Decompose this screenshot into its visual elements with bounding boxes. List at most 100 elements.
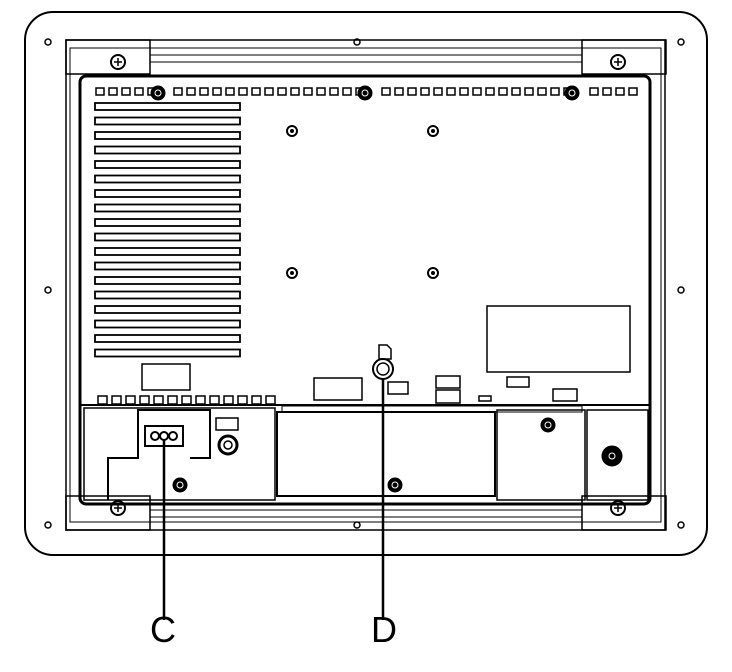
side-vent-slot	[94, 218, 241, 227]
bottom-vent-slot	[153, 395, 164, 405]
top-vent-slot	[537, 87, 547, 96]
outer-frame	[24, 11, 708, 556]
bottom-vent-slot	[265, 395, 276, 405]
side-vent-slot	[94, 131, 241, 140]
vesa-mount-hole-center	[290, 271, 294, 275]
top-vent-slot	[173, 87, 183, 96]
top-vent-slot	[472, 87, 482, 96]
bottom-vent-slot	[251, 395, 262, 405]
bottom-vent-slot	[97, 395, 108, 405]
side-vent-slot	[94, 116, 241, 126]
bottom-vent-slot	[111, 395, 122, 405]
led	[478, 395, 492, 402]
top-vent-slot	[225, 87, 235, 96]
top-vent-slot	[238, 87, 248, 96]
mounting-bracket	[65, 39, 151, 75]
screw	[387, 477, 403, 493]
mounting-hole	[44, 286, 52, 294]
mounting-hole	[677, 521, 685, 529]
mounting-hole	[44, 38, 52, 46]
bottom-vent-slot	[139, 395, 150, 405]
vesa-mount-hole	[427, 267, 439, 279]
top-vent-slot	[589, 87, 599, 96]
vesa-mount-hole	[286, 125, 298, 137]
screw	[564, 85, 580, 101]
bottom-vent-slot	[167, 395, 178, 405]
bracket-screw	[610, 54, 626, 70]
rear-housing	[78, 74, 652, 506]
side-vent-slot	[94, 102, 241, 111]
bottom-vent-slot	[195, 395, 206, 405]
bottom-vent-slot	[181, 395, 192, 405]
side-vent-slot	[94, 348, 241, 358]
port	[506, 376, 530, 388]
side-vent-slot	[94, 189, 241, 198]
bracket-screw	[110, 500, 126, 516]
side-vent-slot	[94, 232, 241, 242]
label-plate	[141, 363, 191, 391]
mounting-hole	[353, 521, 361, 529]
bottom-vent-slot	[125, 395, 136, 405]
screw-center	[391, 481, 399, 489]
screw	[540, 417, 556, 433]
top-vent-slot	[342, 87, 352, 96]
vesa-mount-hole	[286, 267, 298, 279]
mounting-hole	[677, 286, 685, 294]
compartment-power	[83, 407, 276, 501]
top-vent-slot	[524, 87, 534, 96]
top-vent-slot	[316, 87, 326, 96]
port	[435, 389, 461, 404]
power-bay-outline	[107, 409, 211, 500]
bottom-vent-slot	[209, 395, 220, 405]
mounting-bracket	[65, 495, 151, 531]
screw-slot	[614, 504, 622, 512]
vesa-mount-hole-center	[431, 129, 435, 133]
side-vent-slot	[94, 319, 241, 329]
bottom-vent-slot	[223, 395, 234, 405]
bottom-vent-slot	[237, 395, 248, 405]
ground-terminal	[217, 434, 239, 456]
side-vent-slot	[94, 305, 241, 314]
top-vent-slot	[199, 87, 209, 96]
screw	[172, 477, 188, 493]
connector-pin	[168, 431, 178, 441]
top-vent-slot	[628, 87, 638, 96]
vesa-mount-hole-center	[431, 271, 435, 275]
top-vent-slot	[446, 87, 456, 96]
side-vent-slot	[94, 174, 241, 184]
side-vent-slot	[94, 261, 241, 271]
top-vent-slot	[511, 87, 521, 96]
screw-center	[154, 89, 162, 97]
screw-slot	[114, 504, 122, 512]
port	[552, 388, 578, 402]
bracket-screw	[110, 54, 126, 70]
label-plate	[215, 417, 239, 431]
screw	[601, 445, 623, 467]
screw-slot	[614, 58, 622, 66]
top-vent-slot	[134, 87, 144, 96]
side-vent-slot	[94, 334, 241, 343]
top-vent-slot	[485, 87, 495, 96]
usb-port-icon	[378, 344, 392, 360]
ground-terminal-core	[223, 440, 233, 450]
top-vent-slot	[264, 87, 274, 96]
side-vent-slot	[94, 276, 241, 285]
top-vent-slot	[95, 87, 105, 96]
side-vent-slot	[94, 247, 241, 256]
screw-center	[568, 89, 576, 97]
connector-pin	[150, 431, 160, 441]
mounting-hole	[44, 521, 52, 529]
callout-label-c: C	[150, 609, 176, 650]
vesa-mount-hole	[427, 125, 439, 137]
top-vent-slot	[121, 87, 131, 96]
top-vent-slot	[251, 87, 261, 96]
top-vent-slot	[407, 87, 417, 96]
callout-label-d: D	[371, 609, 397, 650]
top-vent-slot	[433, 87, 443, 96]
top-vent-slot	[277, 87, 287, 96]
connector-pin	[159, 431, 169, 441]
compartment-right	[496, 409, 586, 501]
top-vent-slot	[212, 87, 222, 96]
compartment-far-right	[586, 409, 649, 501]
